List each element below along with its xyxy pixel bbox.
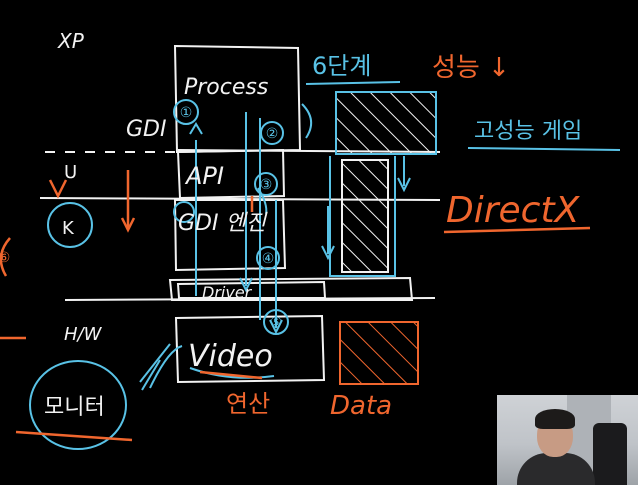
user-mode-label: U: [64, 162, 77, 183]
compute-label: 연산: [226, 390, 270, 418]
num-6: ⑥: [0, 250, 10, 266]
num-3: ③: [260, 177, 273, 193]
api-label: API: [184, 162, 224, 190]
webcam-presenter-hair: [535, 409, 575, 429]
kernel-mode-label: K: [62, 218, 75, 239]
blue-flow-arrows: [139, 103, 411, 391]
step6-label: 6단계: [312, 52, 371, 80]
hw-label: H/W: [64, 324, 103, 345]
circle-gdi: [173, 201, 195, 223]
clock-circle: [47, 202, 93, 248]
webcam-presenter-body: [517, 453, 595, 485]
monitor-circle: [29, 360, 127, 450]
num-5: ⑤: [270, 315, 283, 331]
num-2: ②: [266, 126, 279, 142]
gdi-engine-label: GDI 엔진: [178, 211, 268, 236]
circle-5: [263, 309, 289, 335]
hatched-block-top: [335, 91, 437, 155]
num-1: ①: [180, 105, 193, 121]
hatched-block-mid: [329, 156, 396, 277]
api-box: [176, 148, 286, 200]
circle-2: [260, 121, 284, 145]
video-label: Video: [188, 339, 273, 374]
perf-down-label: 성능 ↓: [432, 53, 510, 83]
xp-label: XP: [57, 29, 85, 53]
orange-marks: [0, 170, 591, 442]
circle-3: [254, 172, 278, 196]
video-box: [174, 314, 326, 384]
process-box: [173, 44, 302, 154]
monitor-label: 모니터: [44, 395, 105, 420]
data-block: [339, 321, 419, 385]
gdi-label: GDI: [126, 117, 166, 142]
process-label: Process: [184, 75, 268, 100]
data-label: Data: [330, 391, 392, 421]
num-4: ④: [262, 251, 275, 267]
circle-1: [173, 99, 199, 125]
webcam-chair: [593, 423, 627, 485]
driver-label: Driver: [202, 283, 253, 302]
high-perf-game-label: 고성능 게임: [474, 119, 582, 144]
webcam-overlay: [497, 395, 638, 485]
directx-label: DirectX: [446, 190, 581, 231]
step-circles: [29, 99, 289, 450]
blue-underlines: [305, 81, 621, 151]
circle-4: [256, 246, 280, 270]
